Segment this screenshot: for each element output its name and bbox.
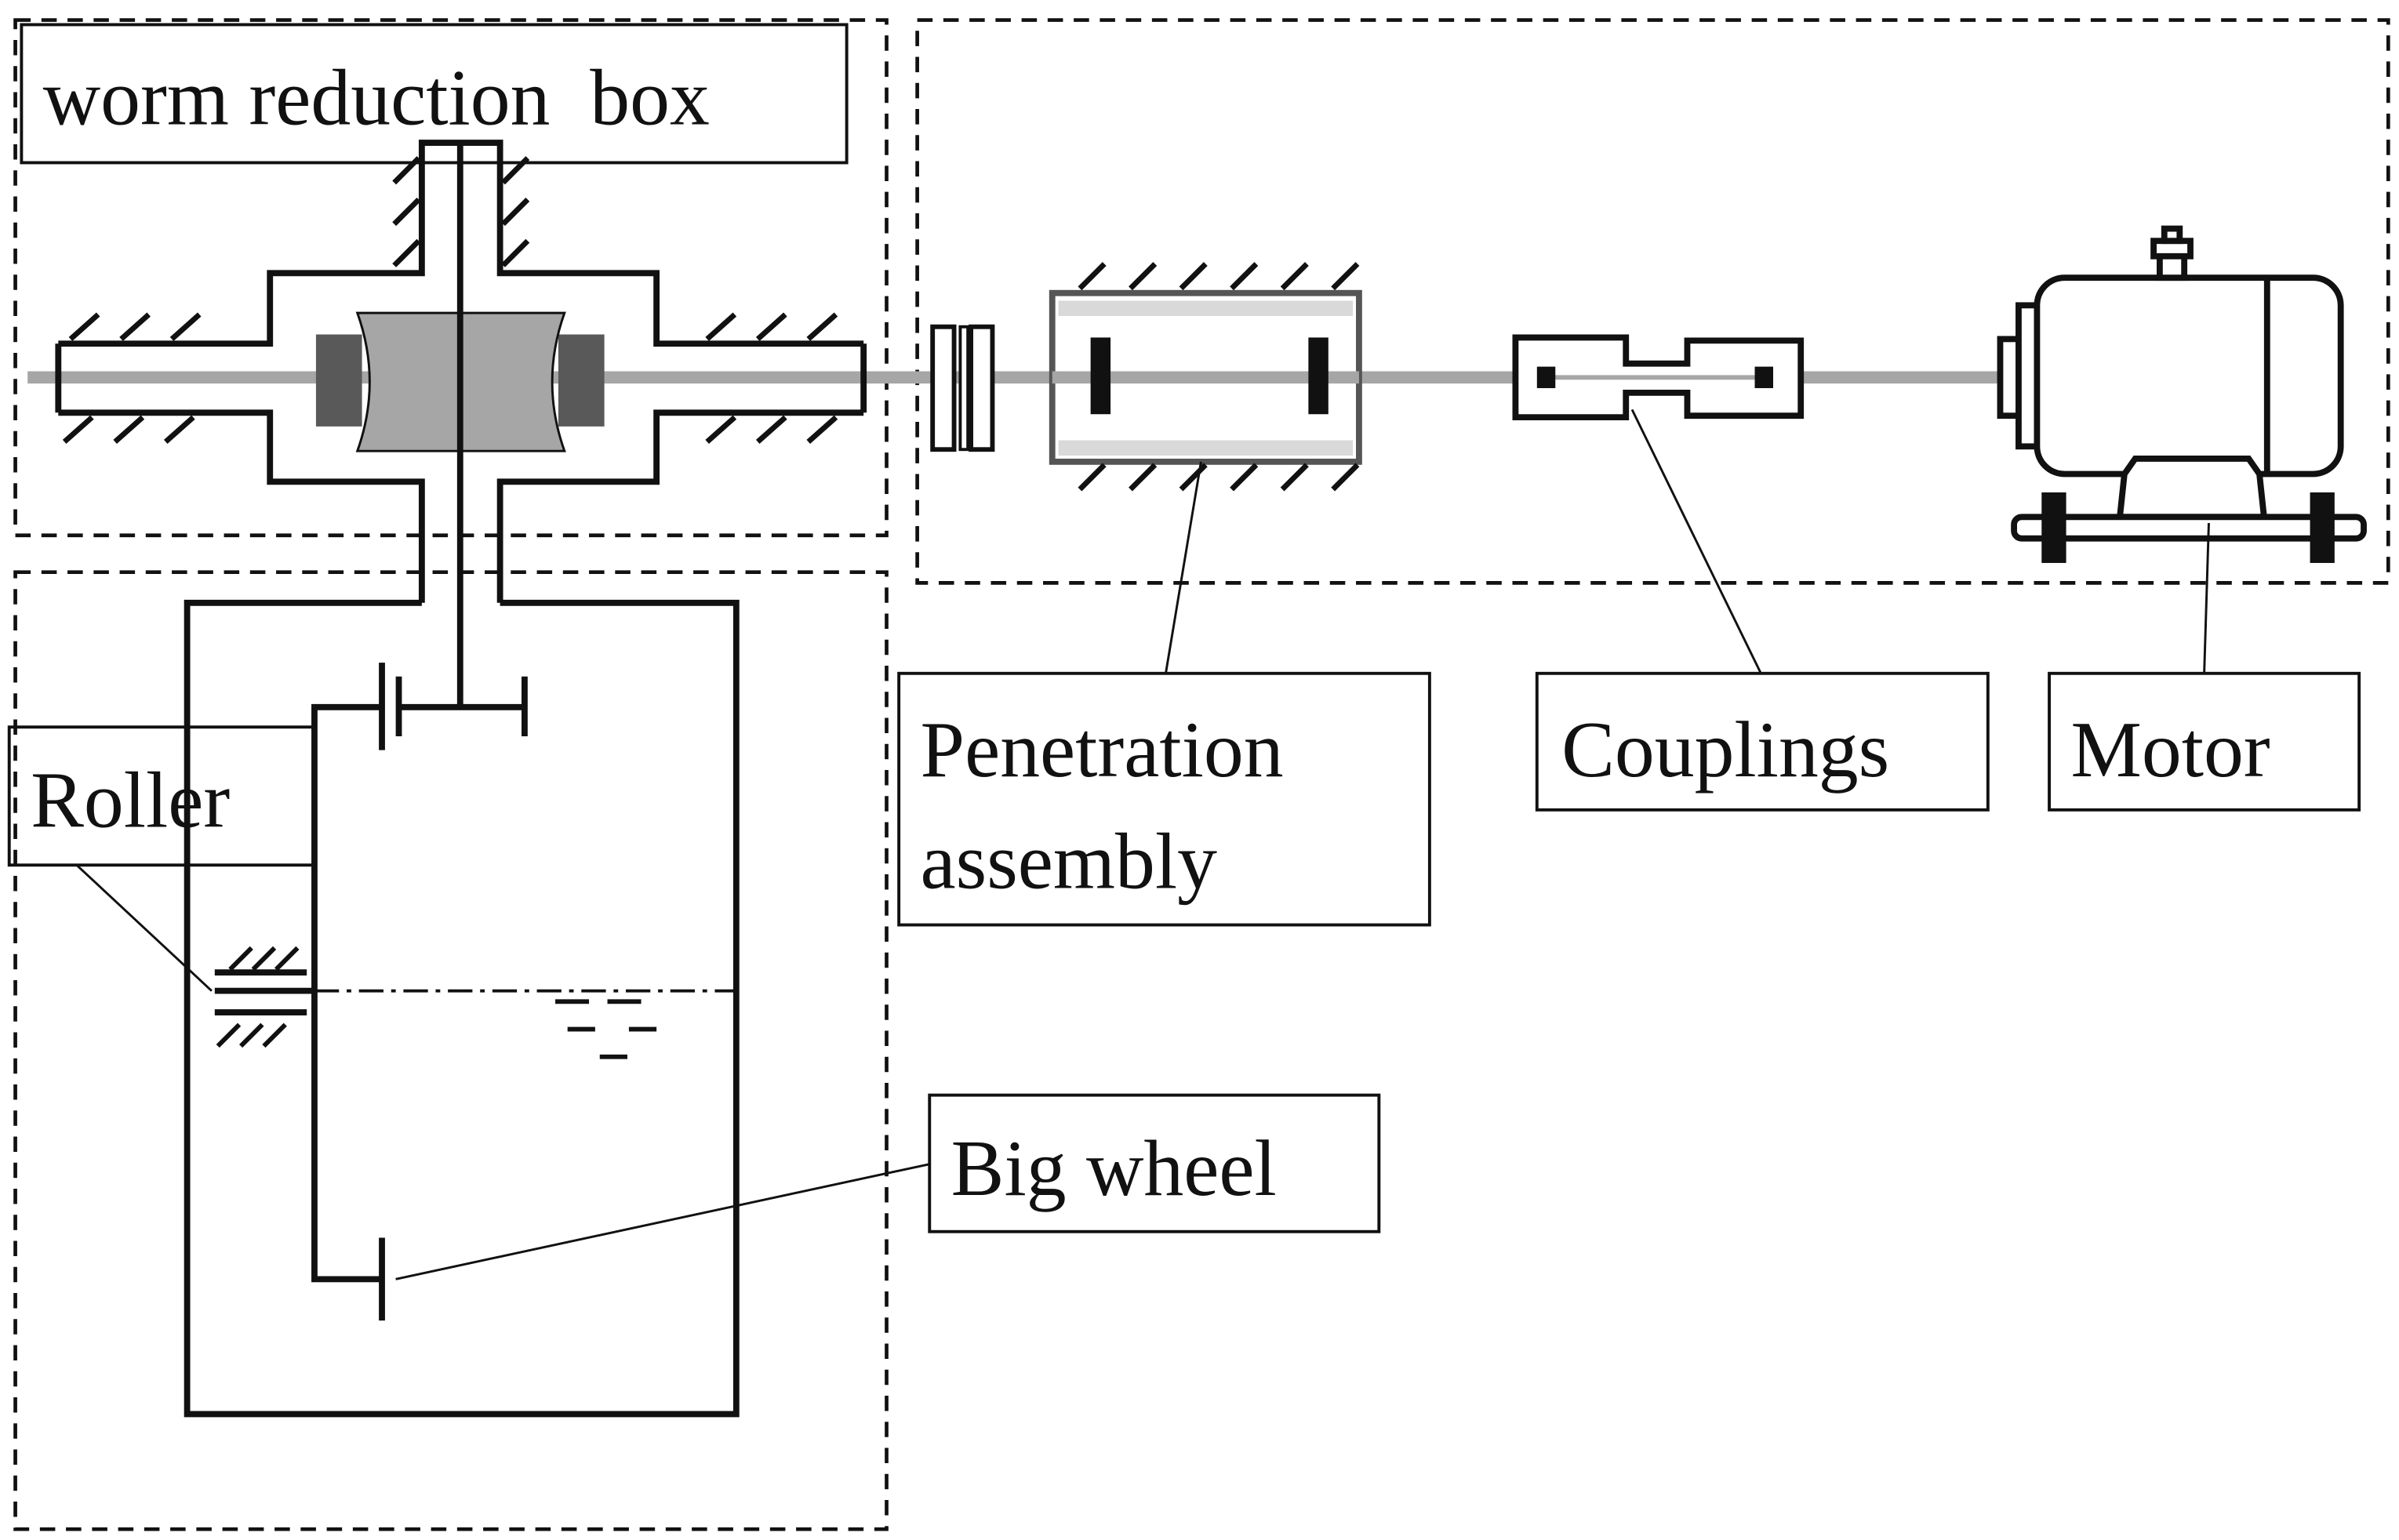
big-wheel-label: Big wheel (951, 1124, 1277, 1212)
roller-label: Roller (31, 755, 230, 844)
worm-box-boundary (13, 18, 889, 538)
shaft-seal (930, 324, 995, 452)
motor-label-box (2048, 671, 2361, 812)
couplings-label-box (1535, 671, 1990, 812)
roller-bearing-hatch (216, 946, 300, 1048)
worm-bearing-right (558, 334, 605, 427)
leader-lines (75, 409, 2210, 1280)
motor-feet (2041, 492, 2335, 563)
drive-train-boundary (915, 18, 2390, 585)
penetration-ground-hatch (1078, 262, 1360, 492)
penetration-label-box (897, 671, 1431, 927)
roller-label-box (7, 725, 316, 867)
worm-bearing-left (315, 334, 362, 427)
big-wheel-label-box (928, 1093, 1381, 1233)
tank-boundary (13, 570, 889, 1531)
coupling-key-left (1536, 366, 1556, 388)
motor-icon (1997, 225, 2367, 542)
penetration-label-line1: Penetration (921, 705, 1284, 794)
worm-box-housing-bottom (58, 409, 864, 603)
worm-box-label-box (20, 23, 849, 165)
motor-label: Motor (2070, 705, 2270, 794)
penetration-label-line2: assembly (921, 817, 1218, 906)
tank-wall (184, 599, 740, 1418)
penetration-assembly (1049, 289, 1362, 465)
water-level-symbol (555, 999, 657, 1059)
coupling-key-right (1754, 366, 1773, 388)
couplings-label: Couplings (1561, 705, 1889, 794)
worm-box-label: worm reduction box (43, 53, 710, 142)
roller-shaft (311, 703, 383, 1283)
